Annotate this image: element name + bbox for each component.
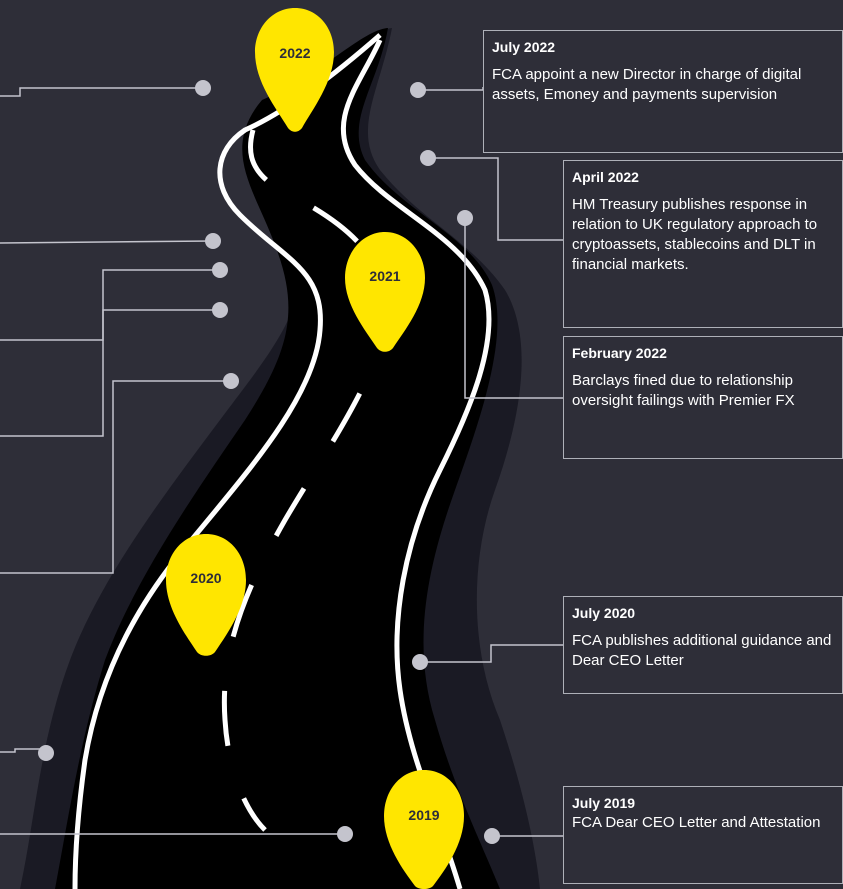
pin-2020-icon	[166, 534, 246, 656]
connector-dot	[38, 745, 54, 761]
event-date: July 2019	[572, 795, 636, 811]
event-description: Barclays fined due to relationship overs…	[572, 372, 795, 409]
connector-left-4	[0, 309, 220, 437]
milestone-year-2022: 2022	[279, 45, 311, 61]
connector-dot	[195, 80, 211, 96]
connector-dot	[337, 826, 353, 842]
connector-dot	[212, 302, 228, 318]
event-description: FCA publishes additional guidance and De…	[572, 632, 832, 669]
milestone-year-2021: 2021	[369, 268, 401, 284]
connector-dots	[38, 80, 500, 844]
road-edge-left	[72, 33, 382, 889]
connector-april-2022	[428, 157, 563, 241]
milestone-year-2019: 2019	[408, 807, 440, 823]
connector-left-6	[0, 748, 46, 753]
event-date: July 2020	[572, 605, 636, 621]
event-card-february-2022: February 2022 Barclays fined due to rela…	[563, 336, 843, 459]
connector-left-3	[0, 269, 220, 341]
connector-dot	[420, 150, 436, 166]
connector-dot	[457, 210, 473, 226]
event-date: February 2022	[572, 345, 667, 361]
event-description: HM Treasury publishes response in relati…	[572, 196, 818, 273]
connector-dot	[410, 82, 426, 98]
connector-july-2020	[420, 644, 563, 663]
event-card-april-2022: April 2022 HM Treasury publishes respons…	[563, 160, 843, 328]
connector-july-2022	[418, 87, 484, 91]
road-center-dashes	[221, 129, 389, 832]
connector-dot	[484, 828, 500, 844]
connector-february-2022	[464, 218, 563, 399]
event-card-july-2020: July 2020 FCA publishes additional guida…	[563, 596, 843, 694]
connector-dot	[223, 373, 239, 389]
event-description: FCA Dear CEO Letter and Attestation	[572, 814, 821, 831]
pin-2019-icon	[384, 770, 464, 889]
connector-dot	[212, 262, 228, 278]
connector-left-5	[0, 380, 231, 574]
connector-lines	[0, 87, 563, 837]
pin-2022-icon	[255, 8, 334, 132]
connector-dot	[412, 654, 428, 670]
event-card-july-2019: July 2019 FCA Dear CEO Letter and Attest…	[563, 786, 843, 884]
connector-dot	[205, 233, 221, 249]
event-description: FCA appoint a new Director in charge of …	[492, 66, 802, 103]
milestone-year-2020: 2020	[190, 570, 222, 586]
pin-2021-icon	[345, 232, 425, 352]
connector-left-2	[0, 240, 214, 244]
event-date: July 2022	[492, 39, 556, 55]
event-date: April 2022	[572, 169, 639, 185]
connector-left-1	[0, 87, 203, 97]
road-edge-right	[340, 38, 492, 889]
event-card-july-2022: July 2022 FCA appoint a new Director in …	[483, 30, 843, 153]
